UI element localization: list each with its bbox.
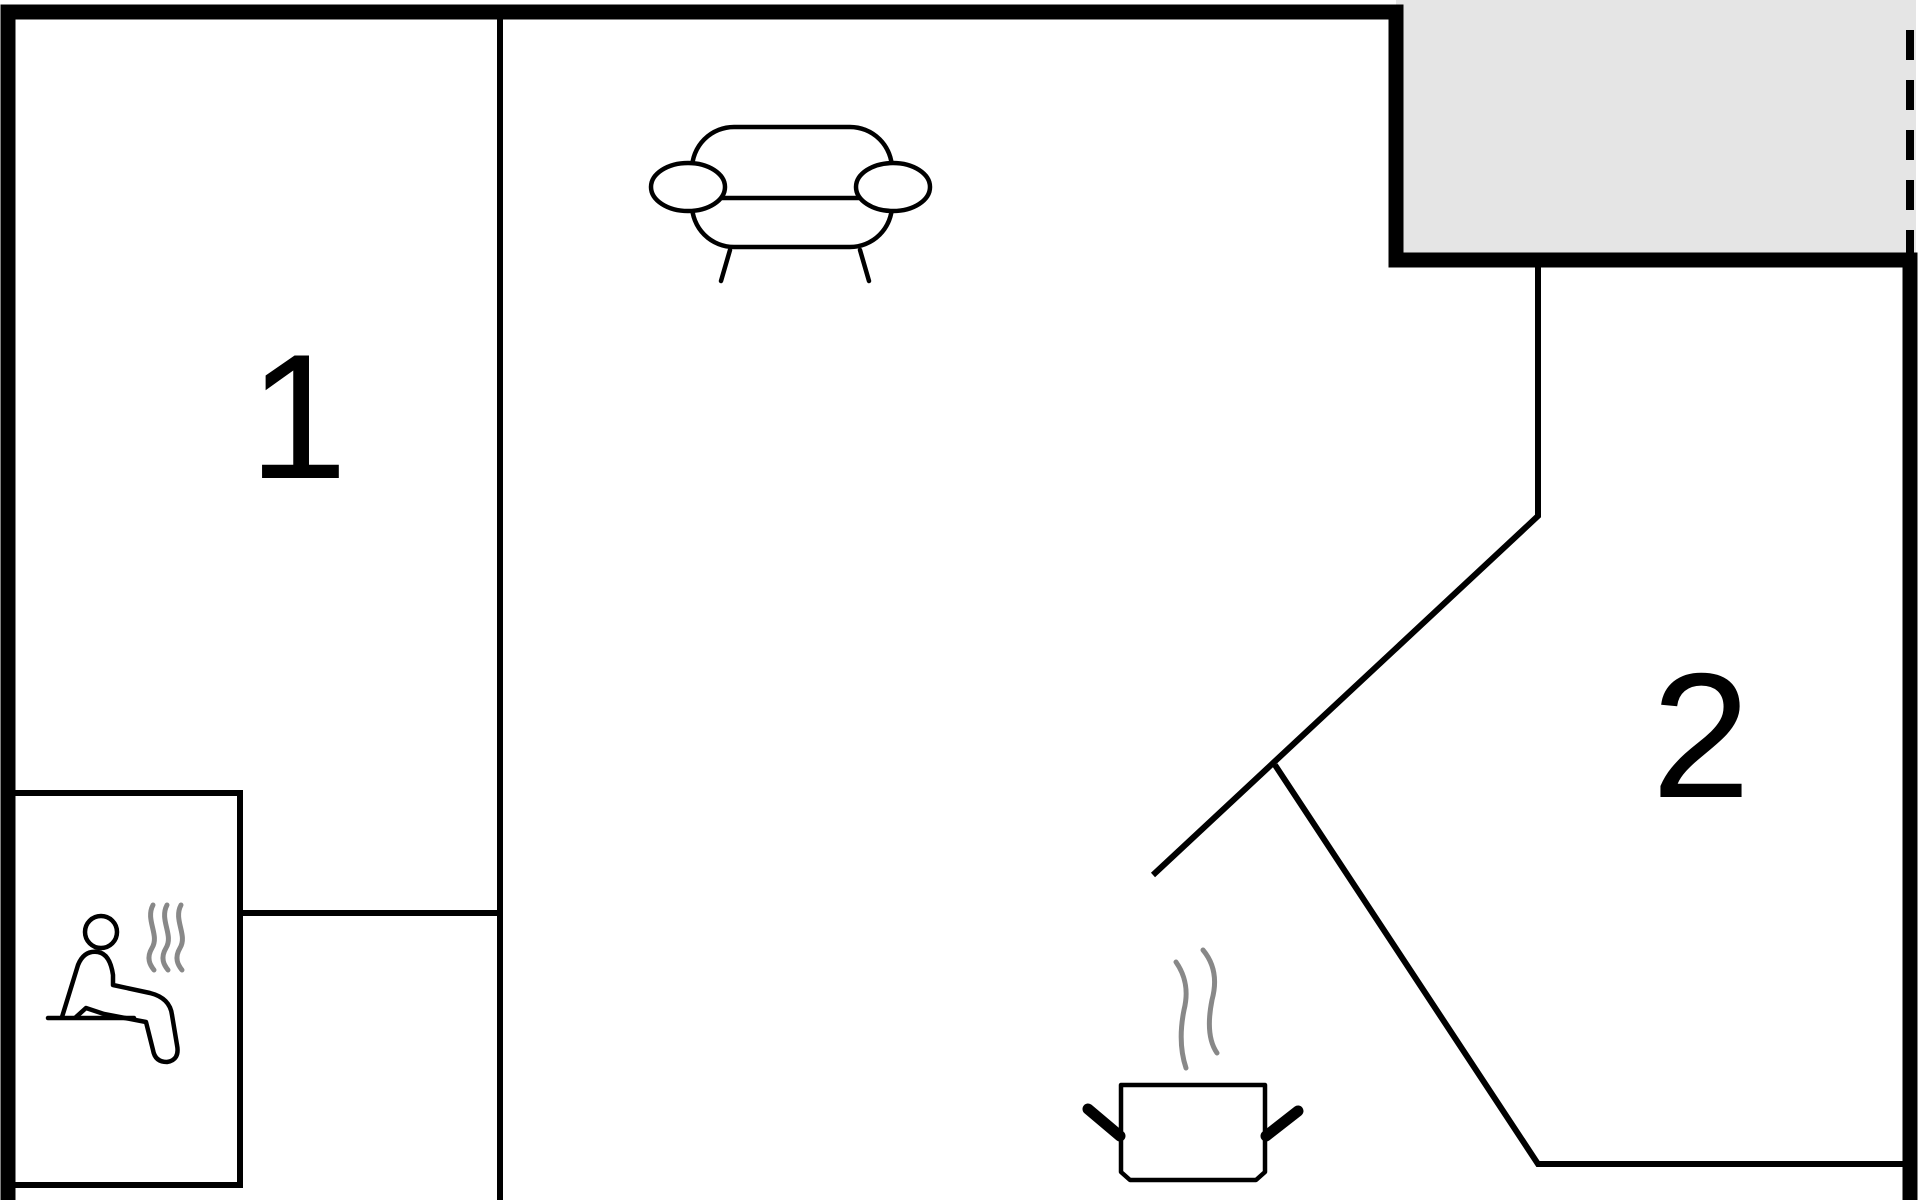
wall-room2-upper	[1150, 263, 1541, 878]
exterior-wall-notch	[1388, 4, 1918, 1200]
outdoor-area	[1396, 0, 1916, 260]
wall-room2-lower	[1272, 763, 1905, 1167]
cooking-pot-icon	[1082, 947, 1304, 1183]
room-2-label: 2	[1652, 636, 1751, 835]
exterior-wall	[0, 4, 1404, 1200]
pot-handle-right	[1260, 1105, 1304, 1142]
pot-handle-left	[1082, 1103, 1126, 1142]
wall-sauna	[15, 790, 243, 1188]
sofa-icon	[648, 124, 933, 284]
room-1-label: 1	[249, 317, 348, 516]
sauna-icon	[45, 902, 185, 1065]
